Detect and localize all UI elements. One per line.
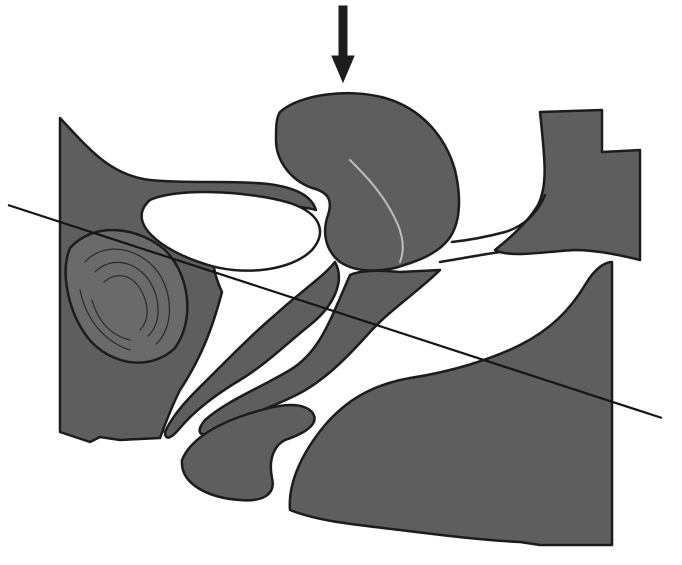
posterior-wall-tissue <box>495 110 640 260</box>
down-arrow-icon <box>332 6 354 82</box>
upper-channel-lower-wall <box>440 252 500 262</box>
